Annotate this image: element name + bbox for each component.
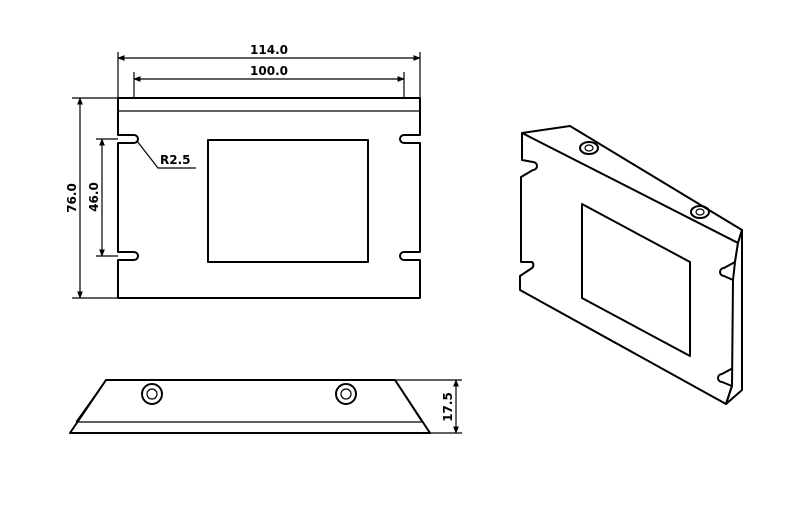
dim-slot-span: 100.0	[133, 64, 405, 98]
side-view: 17.5	[69, 379, 462, 434]
dim-overall-height: 76.0	[65, 97, 118, 299]
plate-outline	[117, 97, 421, 299]
iso-hole-2	[690, 205, 710, 219]
dim-depth: 17.5	[395, 379, 462, 434]
iso-hole-1	[579, 141, 599, 155]
window-cutout	[207, 139, 369, 263]
dim-label-100: 100.0	[250, 64, 288, 78]
dim-label-r25: R2.5	[160, 153, 191, 167]
iso-window	[581, 203, 691, 357]
mount-hole-left	[141, 383, 163, 405]
dim-corner-radius: R2.5	[136, 140, 196, 169]
isometric-view	[519, 125, 743, 405]
front-view: 114.0 100.0 76.0 46.0 R2.5	[65, 43, 421, 299]
dim-label-76: 76.0	[65, 183, 79, 213]
iso-side-bevel	[725, 229, 743, 405]
iso-front-face	[519, 132, 739, 405]
side-outline	[69, 379, 431, 434]
mount-hole-right	[335, 383, 357, 405]
dim-label-114: 114.0	[250, 43, 288, 57]
dim-slot-height: 46.0	[87, 138, 118, 257]
dim-label-175: 17.5	[441, 392, 455, 422]
dim-overall-width: 114.0	[117, 43, 421, 98]
dim-label-46: 46.0	[87, 182, 101, 212]
